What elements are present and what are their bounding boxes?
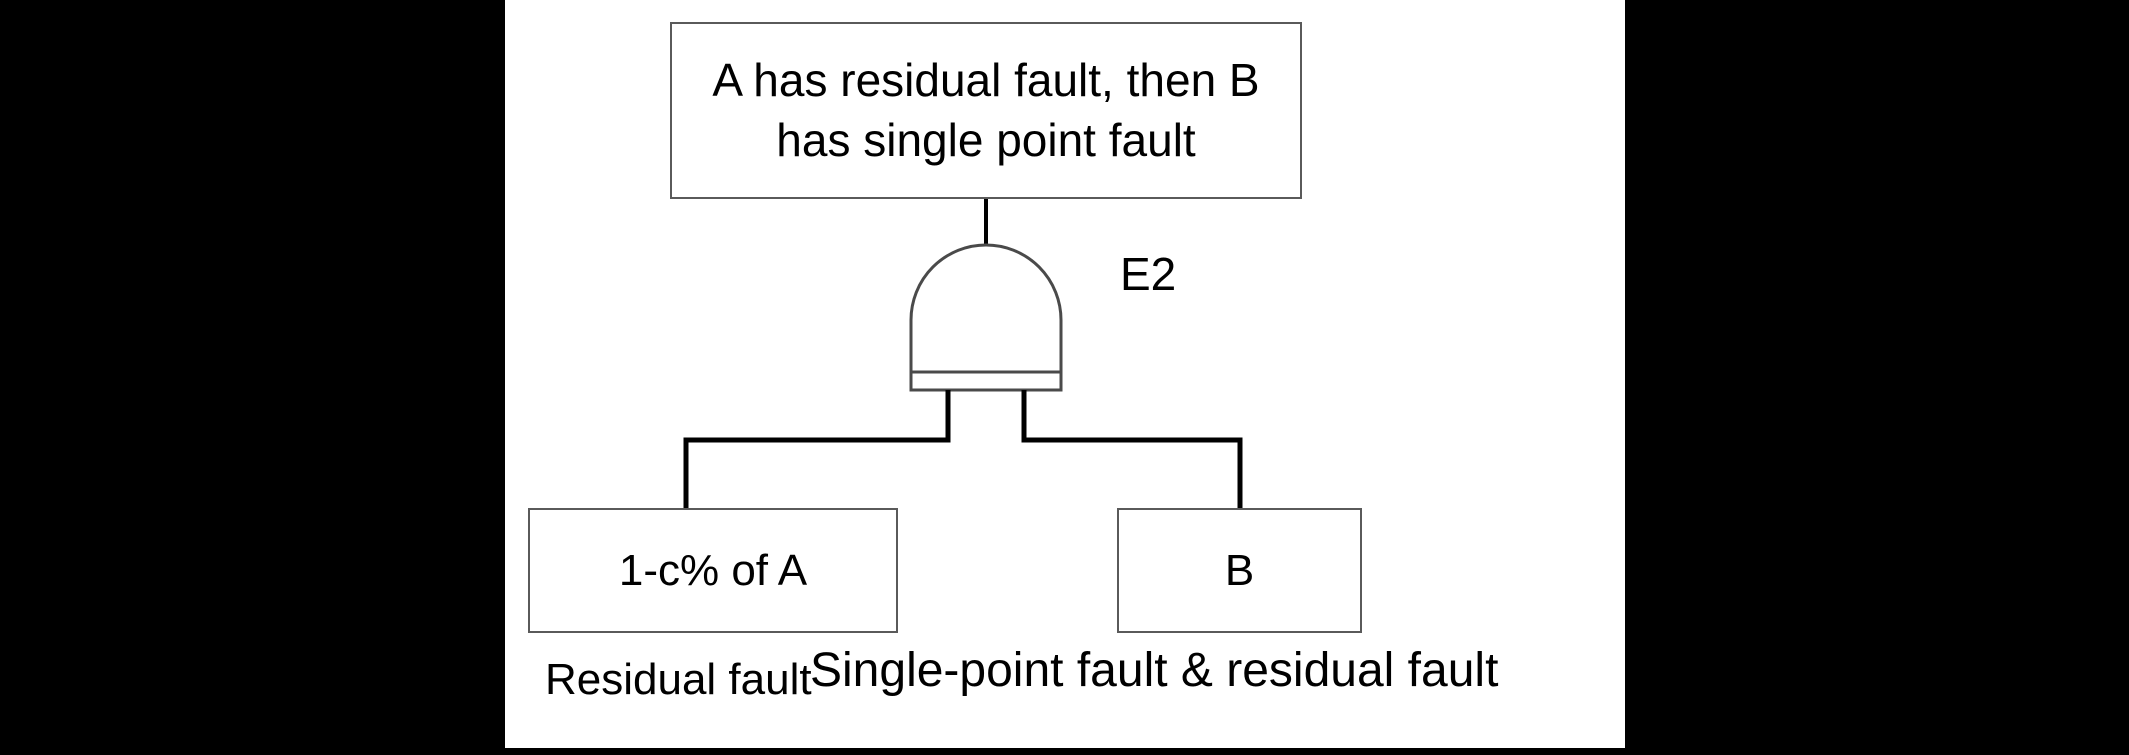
node-top-event[interactable]: A has residual fault, then B has single … <box>670 22 1302 199</box>
connector-gate-to-left-event <box>683 390 951 508</box>
node-top-event-label: A has residual fault, then B has single … <box>712 53 1260 166</box>
connector-gate-to-right-event <box>1021 390 1243 508</box>
and-gate-shape <box>909 243 1063 392</box>
and-gate-label: E2 <box>1120 248 1177 300</box>
slide-page: A has residual fault, then B has single … <box>505 0 1625 748</box>
caption-right-event: Single-point fault & residual fault <box>810 644 1499 697</box>
node-basic-event-left[interactable]: 1-c% of A <box>528 508 898 633</box>
node-basic-event-left-label: 1-c% of A <box>618 545 808 595</box>
node-basic-event-right-label: B <box>1224 545 1255 595</box>
caption-left-event: Residual fault <box>545 655 812 704</box>
node-basic-event-right[interactable]: B <box>1117 508 1362 633</box>
